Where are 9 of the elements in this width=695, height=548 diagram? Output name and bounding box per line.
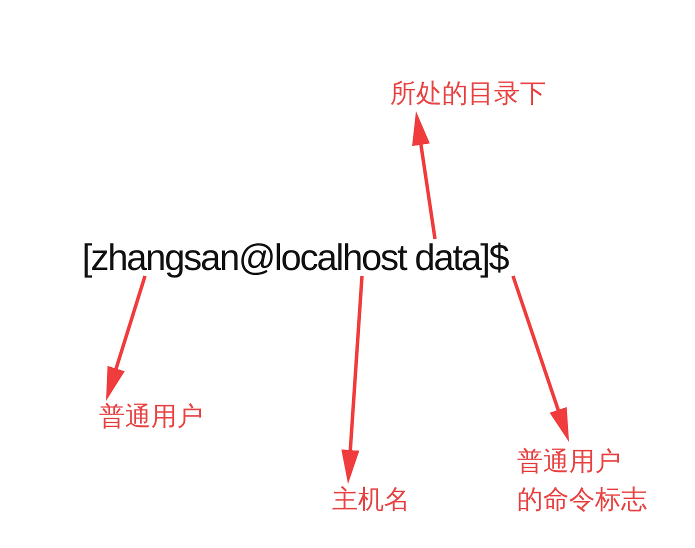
arrow xyxy=(106,275,147,401)
arrow xyxy=(341,276,364,484)
annotation-label: 所处的目录下 xyxy=(390,79,546,110)
arrow xyxy=(412,111,437,240)
arrow xyxy=(511,275,570,442)
annotation-label: 主机名 xyxy=(332,485,410,516)
annotation-label: 普通用户的命令标志 xyxy=(517,443,653,519)
prompt-text: [zhangsan@localhost data]$ xyxy=(82,239,508,276)
annotation-label: 普通用户 xyxy=(99,402,203,434)
